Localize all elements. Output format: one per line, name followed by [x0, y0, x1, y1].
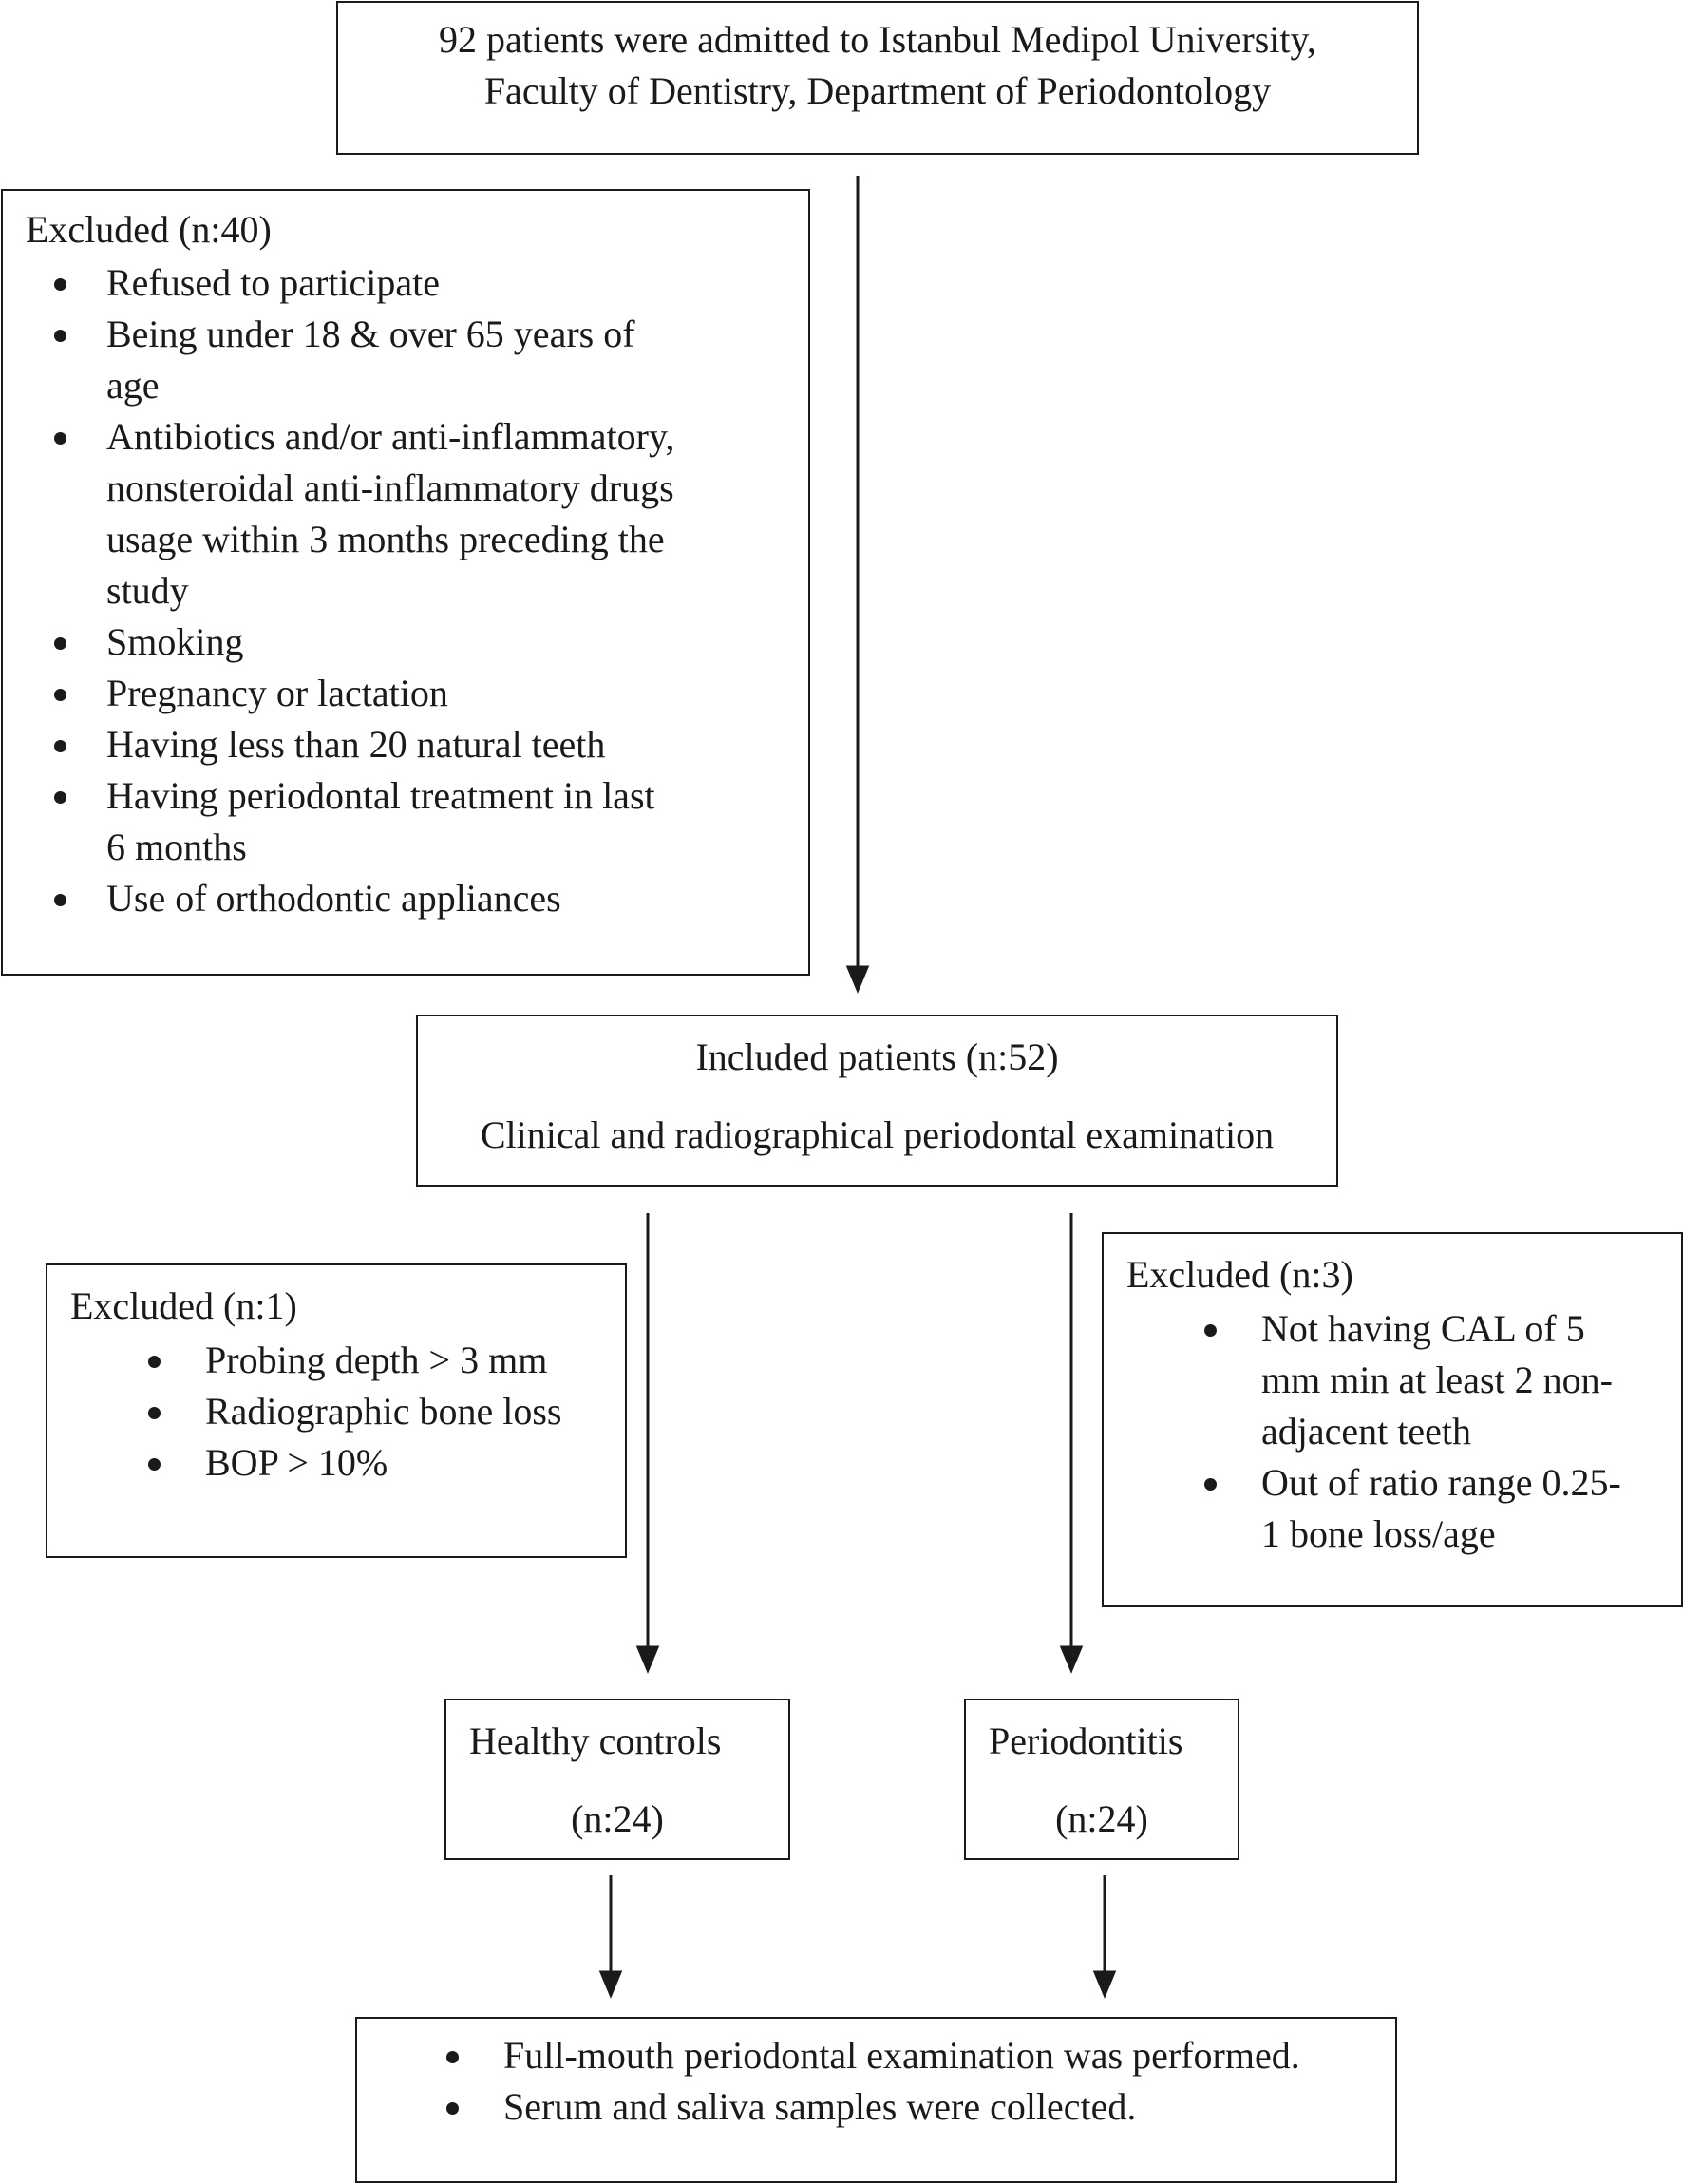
admitted-line-1: 92 patients were admitted to Istanbul Me…: [439, 18, 1316, 61]
bullet-item: Smoking: [54, 617, 800, 668]
bullet-text-line: adjacent teeth: [1261, 1410, 1471, 1453]
healthy-title: Healthy controls: [469, 1719, 722, 1762]
bullet-text-line: Smoking: [106, 620, 244, 663]
bullet-dot-icon: [54, 740, 66, 752]
bullet-text-line: Having periodontal treatment in last: [106, 774, 655, 817]
excluded-healthy-list: Probing depth > 3 mm Radiographic bone lo…: [148, 1335, 614, 1489]
bullet-dot-icon: [148, 1458, 161, 1471]
bullet-dot-icon: [54, 791, 66, 804]
excluded-healthy-title: Excluded (n:1): [70, 1284, 297, 1327]
excluded-perio-box: Excluded (n:3) Not having CAL of 5 mm min…: [1102, 1232, 1683, 1607]
bullet-item: Having periodontal treatment in last 6 mo…: [54, 770, 800, 873]
bullet-text-line: Antibiotics and/or anti-inflammatory,: [106, 415, 675, 458]
included-patients-box: Included patients (n:52) Clinical and ra…: [416, 1015, 1338, 1187]
bullet-item: Being under 18 & over 65 years of age: [54, 309, 800, 411]
bullet-text-line: Refused to participate: [106, 261, 440, 304]
bullet-item: Not having CAL of 5 mm min at least 2 non…: [1204, 1303, 1670, 1457]
bullet-text-line: 6 months: [106, 826, 247, 868]
bullet-item: Pregnancy or lactation: [54, 668, 800, 719]
bullet-text-line: Probing depth > 3 mm: [205, 1339, 548, 1381]
bullet-dot-icon: [54, 894, 66, 906]
bullet-dot-icon: [54, 637, 66, 650]
included-subtitle: Clinical and radiographical periodontal …: [480, 1113, 1275, 1156]
bullet-text-line: Serum and saliva samples were collected.: [503, 2085, 1137, 2128]
bullet-text-line: Pregnancy or lactation: [106, 672, 448, 714]
bullet-text-line: usage within 3 months preceding the: [106, 518, 665, 560]
excluded-main-title: Excluded (n:40): [26, 208, 272, 251]
bullet-item: Use of orthodontic appliances: [54, 873, 800, 924]
bullet-text-line: Radiographic bone loss: [205, 1390, 562, 1433]
bullet-item: Having less than 20 natural teeth: [54, 719, 800, 770]
bullet-dot-icon: [54, 278, 66, 291]
healthy-controls-box: Healthy controls (n:24): [444, 1699, 790, 1860]
bullet-text-line: Full-mouth periodontal examination was p…: [503, 2034, 1300, 2077]
admitted-patients-box: 92 patients were admitted to Istanbul Me…: [336, 1, 1419, 155]
bullet-text-line: Having less than 20 natural teeth: [106, 723, 606, 766]
bullet-text-line: BOP > 10%: [205, 1441, 388, 1484]
final-procedures-list: Full-mouth periodontal examination was p…: [446, 2030, 1387, 2133]
bullet-item: Radiographic bone loss: [148, 1386, 614, 1437]
bullet-dot-icon: [1204, 1478, 1217, 1491]
excluded-perio-list: Not having CAL of 5 mm min at least 2 non…: [1204, 1303, 1670, 1560]
bullet-text-line: Not having CAL of 5: [1261, 1307, 1585, 1350]
bullet-text-line: Out of ratio range 0.25-: [1261, 1461, 1621, 1504]
bullet-text-line: study: [106, 569, 189, 612]
bullet-dot-icon: [54, 432, 66, 445]
healthy-count: (n:24): [571, 1797, 664, 1840]
final-procedures-box: Full-mouth periodontal examination was p…: [355, 2017, 1397, 2183]
excluded-healthy-box: Excluded (n:1) Probing depth > 3 mm Radio…: [46, 1263, 627, 1558]
bullet-item: Serum and saliva samples were collected.: [446, 2081, 1387, 2133]
bullet-text-line: age: [106, 364, 160, 407]
bullet-item: Out of ratio range 0.25- 1 bone loss/age: [1204, 1457, 1670, 1560]
bullet-text-line: mm min at least 2 non-: [1261, 1358, 1613, 1401]
bullet-text-line: Use of orthodontic appliances: [106, 877, 561, 920]
bullet-item: Full-mouth periodontal examination was p…: [446, 2030, 1387, 2081]
included-title: Included patients (n:52): [695, 1035, 1059, 1078]
bullet-dot-icon: [446, 2051, 459, 2063]
admitted-line-2: Faculty of Dentistry, Department of Peri…: [483, 69, 1272, 112]
bullet-dot-icon: [54, 689, 66, 701]
excluded-perio-title: Excluded (n:3): [1126, 1253, 1353, 1296]
bullet-item: BOP > 10%: [148, 1437, 614, 1489]
bullet-dot-icon: [1204, 1324, 1217, 1337]
bullet-item: Antibiotics and/or anti-inflammatory, non…: [54, 411, 800, 617]
bullet-text-line: 1 bone loss/age: [1261, 1512, 1496, 1555]
bullet-dot-icon: [446, 2102, 459, 2115]
bullet-text-line: nonsteroidal anti-inflammatory drugs: [106, 466, 674, 509]
perio-title: Periodontitis: [989, 1719, 1183, 1762]
bullet-dot-icon: [148, 1407, 161, 1419]
periodontitis-box: Periodontitis (n:24): [964, 1699, 1239, 1860]
perio-count: (n:24): [1055, 1797, 1148, 1840]
bullet-item: Refused to participate: [54, 257, 800, 309]
bullet-item: Probing depth > 3 mm: [148, 1335, 614, 1386]
bullet-dot-icon: [148, 1356, 161, 1368]
bullet-dot-icon: [54, 330, 66, 342]
bullet-text-line: Being under 18 & over 65 years of: [106, 313, 635, 355]
